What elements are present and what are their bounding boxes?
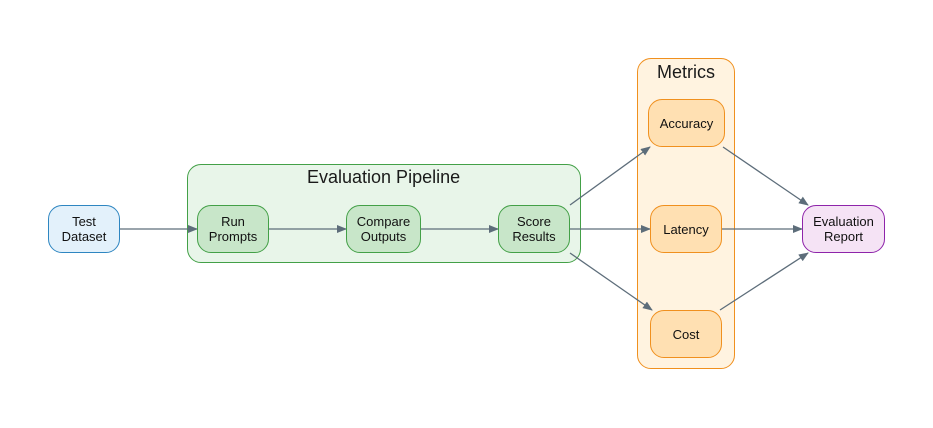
test-dataset-node: Test Dataset (48, 205, 120, 253)
metrics-title: Metrics (657, 62, 715, 82)
cost-node: Cost (650, 310, 722, 358)
latency-node: Latency (650, 205, 722, 253)
compare-outputs-node: Compare Outputs (346, 205, 421, 253)
edge-accuracy-to-evaluation-report (722, 146, 809, 206)
score-results-node: Score Results (498, 205, 570, 253)
edge-cost-to-evaluation-report (719, 252, 809, 311)
edge-score-results-to-accuracy (569, 146, 651, 206)
evaluation-report-node: Evaluation Report (802, 205, 885, 253)
run-prompts-node: Run Prompts (197, 205, 269, 253)
accuracy-node: Accuracy (648, 99, 725, 147)
edge-score-results-to-cost (569, 252, 653, 311)
evaluation-pipeline-title: Evaluation Pipeline (307, 167, 461, 187)
